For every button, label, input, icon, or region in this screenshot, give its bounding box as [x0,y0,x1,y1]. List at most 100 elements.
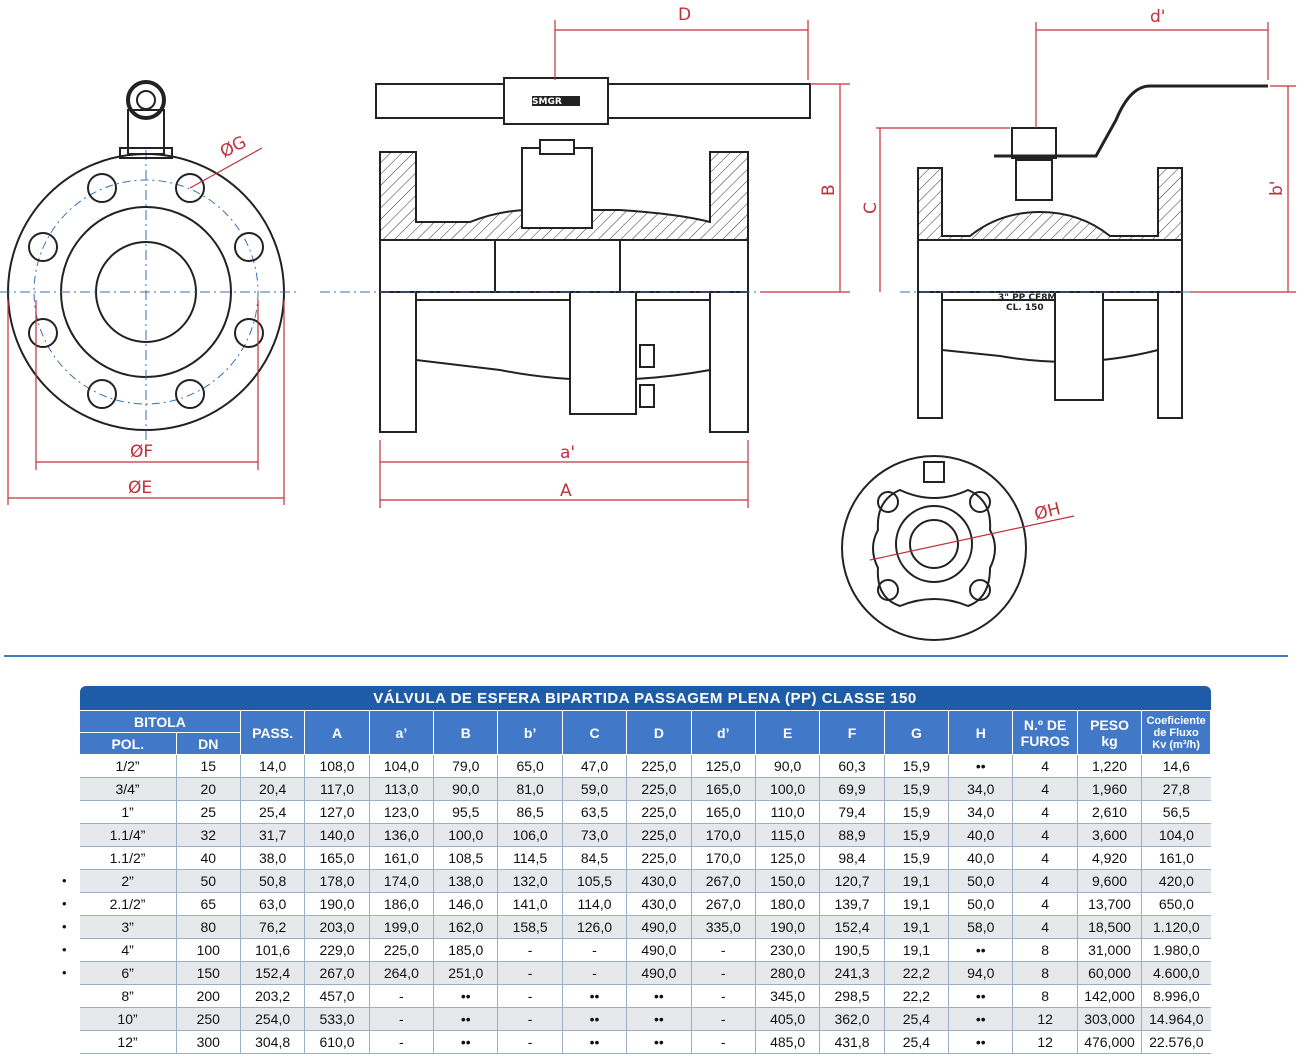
table-cell: 4 [1012,846,1078,870]
table-cell: 8 [1012,961,1078,985]
header-d-prime: d’ [690,710,756,755]
table-cell: 476,000 [1077,1030,1143,1054]
table-cell: 485,0 [755,1030,821,1054]
table-cell: 34,0 [948,777,1014,801]
table-cell: •• [948,938,1014,962]
header-a: A [304,710,370,755]
table-cell: 170,0 [691,823,756,847]
table-cell: 430,0 [626,869,692,893]
bolt-holes [28,173,264,409]
table-cell: •• [433,1030,499,1054]
table-cell: - [691,938,756,962]
valve-compact-section [917,84,1268,419]
table-cell: 203,2 [240,984,306,1008]
table-cell: 138,0 [433,869,499,893]
table-cell: 174,0 [369,869,435,893]
table-cell: 63,5 [562,800,628,824]
table-cell: 60,000 [1077,961,1143,985]
table-cell: 14,0 [240,754,306,778]
spec-table-container: VÁLVULA DE ESFERA BIPARTIDA PASSAGEM PLE… [79,686,1211,1054]
header-kv-line2: de Fluxo [1153,726,1199,739]
table-cell: •• [948,1007,1014,1031]
table-cell: 22.576,0 [1141,1030,1211,1054]
table-cell: 32 [176,823,241,847]
table-cell: 25,4 [240,800,306,824]
header-bitola: BITOLA [79,710,241,733]
table-cell: 114,0 [562,892,628,916]
table-cell: 76,2 [240,915,306,939]
side-dimensions [379,20,850,508]
table-cell: 225,0 [369,938,435,962]
table-cell: 127,0 [304,800,370,824]
flange-front-dimensions [7,147,285,505]
table-cell: 165,0 [691,800,756,824]
table-cell: 19,1 [884,892,950,916]
table-cell: 101,6 [240,938,306,962]
table-cell: 40,0 [948,823,1014,847]
table-cell: 8” [79,984,177,1008]
table-cell: - [369,1007,435,1031]
table-cell: 140,0 [304,823,370,847]
table-cell: 533,0 [304,1007,370,1031]
table-cell: 15,9 [884,800,950,824]
table-cell: 185,0 [433,938,499,962]
table-cell: 114,5 [497,846,563,870]
table-cell: 100,0 [433,823,499,847]
table-cell: 14.964,0 [1141,1007,1211,1031]
header-pol: POL. [79,732,177,755]
table-cell: - [691,1030,756,1054]
table-cell: 113,0 [369,777,435,801]
table-cell: 1,220 [1077,754,1143,778]
table-cell: 10” [79,1007,177,1031]
table-cell: 108,0 [304,754,370,778]
table-cell: 490,0 [626,938,692,962]
table-cell: 81,0 [497,777,563,801]
table-cell: 431,8 [819,1030,885,1054]
table-cell: 84,5 [562,846,628,870]
row-bullet-mark: • [62,896,67,911]
handle-brand-label: SMGR [532,97,562,107]
table-cell: 8 [1012,984,1078,1008]
table-cell: 4 [1012,800,1078,824]
table-cell: 94,0 [948,961,1014,985]
table-cell: 125,0 [691,754,756,778]
header-d: D [626,710,692,755]
table-cell: 80 [176,915,241,939]
table-cell: 13,700 [1077,892,1143,916]
table-cell: 14,6 [1141,754,1211,778]
spec-table: VÁLVULA DE ESFERA BIPARTIDA PASSAGEM PLE… [79,686,1211,1054]
table-cell: 303,000 [1077,1007,1143,1031]
table-cell: 132,0 [497,869,563,893]
table-cell: 1.120,0 [1141,915,1211,939]
table-cell: 12” [79,1030,177,1054]
row-bullet-mark: • [62,919,67,934]
table-cell: •• [948,1030,1014,1054]
row-bullet-mark: • [62,965,67,980]
table-cell: 241,3 [819,961,885,985]
table-cell: 136,0 [369,823,435,847]
header-furos-line1: N.º DE [1023,716,1067,733]
table-cell: 264,0 [369,961,435,985]
table-cell: 150,0 [755,869,821,893]
table-cell: 4 [1012,823,1078,847]
header-dn: DN [175,732,241,755]
table-cell: 12 [1012,1007,1078,1031]
table-cell: 405,0 [755,1007,821,1031]
table-cell: 19,1 [884,915,950,939]
table-cell: 4,920 [1077,846,1143,870]
table-cell: 230,0 [755,938,821,962]
table-cell: 6” [79,961,177,985]
table-cell: 1.980,0 [1141,938,1211,962]
table-cell: 65 [176,892,241,916]
table-cell: 59,0 [562,777,628,801]
header-kv-line1: Coeficiente [1146,714,1206,727]
table-cell: 126,0 [562,915,628,939]
table-cell: 79,4 [819,800,885,824]
table-cell: 8.996,0 [1141,984,1211,1008]
table-cell: 79,0 [433,754,499,778]
